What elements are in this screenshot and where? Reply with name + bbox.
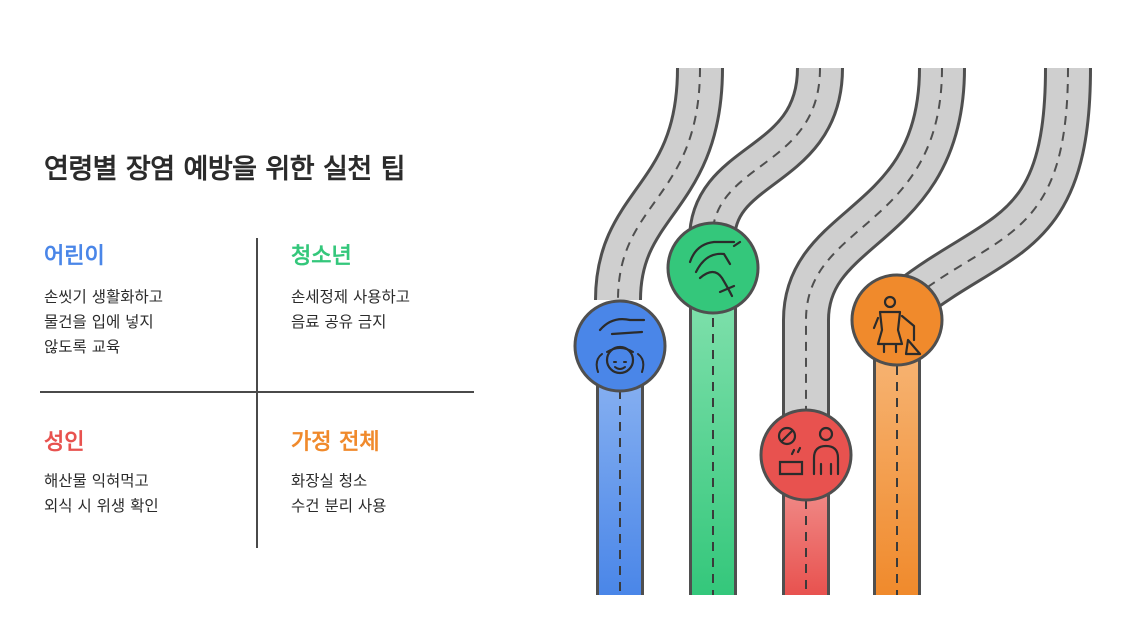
no-eating-icon xyxy=(759,408,853,502)
gray-road-orange xyxy=(895,67,1092,320)
gray-road-blue xyxy=(594,67,724,301)
quadrant-heading-children: 어린이 xyxy=(44,244,105,269)
green-road xyxy=(689,270,737,595)
quadrant-body-children: 손씻기 생활화하고 물건을 입에 넣지 않도록 교육 xyxy=(44,288,164,356)
quadrant-body-family: 화장실 청소 수건 분리 사용 xyxy=(291,472,387,515)
gray-road-red xyxy=(782,67,966,420)
quadrant-heading-teens: 청소년 xyxy=(291,244,352,269)
page-title: 연령별 장염 예방을 위한 실천 팁 xyxy=(44,154,405,185)
cleaning-person-icon xyxy=(850,273,944,367)
quadrant-heading-family: 가정 전체 xyxy=(291,430,380,455)
quadrant-body-adults: 해산물 익혀먹고 외식 시 위생 확인 xyxy=(44,472,159,515)
horizontal-divider xyxy=(40,391,474,393)
quadrant-heading-adults: 성인 xyxy=(44,430,85,455)
quadrant-body-teens: 손세정제 사용하고 음료 공유 금지 xyxy=(291,288,411,331)
vertical-divider xyxy=(256,238,258,548)
washing-hands-icon xyxy=(666,221,760,315)
child-hand-icon xyxy=(573,299,667,393)
gray-road-green xyxy=(688,66,844,242)
